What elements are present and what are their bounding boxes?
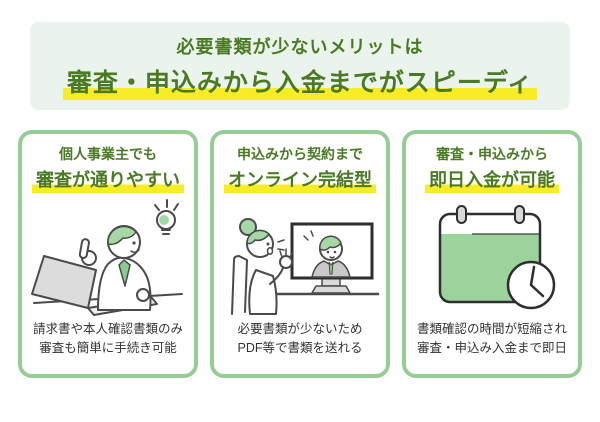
- card1-caption-line1: 請求書や本人確認書類のみ: [32, 321, 183, 336]
- benefit-card-easy-screening: 個人事業主でも 審査が通りやすい: [18, 130, 198, 378]
- header-line2: 審査・申込みから入金までがスピーディ: [62, 63, 538, 100]
- man-with-laptop-idea-illustration: [31, 198, 183, 316]
- calendar-clock-illustration: [438, 204, 556, 309]
- card1-title-highlight: 審査が通りやすい: [32, 169, 184, 193]
- card3-caption-line2: 審査・申込み入金まで即日: [416, 340, 567, 355]
- card1-illustration-box: [26, 198, 190, 318]
- card2-title-line1: 申込みから契約まで: [237, 146, 363, 162]
- card3-title-line2: 即日入金が可能: [425, 166, 559, 193]
- card1-caption-line2: 審査も簡単に手続き可能: [39, 340, 177, 355]
- card2-illustration-box: [218, 198, 382, 318]
- benefit-card-same-day-deposit: 審査・申込みから 即日入金が可能 書類確認の時間が短: [402, 130, 582, 378]
- benefit-cards: 個人事業主でも 審査が通りやすい: [18, 130, 582, 378]
- benefit-card-online-completion: 申込みから契約まで オンライン完結型: [210, 130, 390, 378]
- card3-title-line1: 審査・申込みから: [436, 146, 548, 162]
- card1-title-line1: 個人事業主でも: [59, 146, 157, 162]
- card1-title-line2: 審査が通りやすい: [32, 166, 184, 193]
- card2-caption-line2: PDF等で書類を送れる: [237, 340, 363, 355]
- card1-caption: 請求書や本人確認書類のみ 審査も簡単に手続き可能: [33, 320, 183, 359]
- header-banner: 必要書類が少ないメリットは 審査・申込みから入金までがスピーディ: [30, 22, 570, 110]
- video-call-illustration: [231, 217, 380, 315]
- card3-caption: 書類確認の時間が短縮され 審査・申込み入金まで即日: [417, 320, 567, 359]
- card2-title-highlight: オンライン完結型: [224, 169, 376, 193]
- card2-caption-line1: 必要書類が少ないため: [237, 321, 363, 336]
- card3-caption-line1: 書類確認の時間が短縮され: [416, 321, 567, 336]
- card3-title-highlight: 即日入金が可能: [425, 169, 559, 193]
- header-line2-highlight: 審査・申込みから入金までがスピーディ: [62, 69, 538, 100]
- header-line1: 必要書類が少ないメリットは: [176, 37, 424, 57]
- card2-title-line2: オンライン完結型: [224, 166, 376, 193]
- infographic: 必要書類が少ないメリットは 審査・申込みから入金までがスピーディ 個人事業主でも…: [0, 22, 600, 422]
- card3-illustration-box: [410, 198, 574, 318]
- card2-caption: 必要書類が少ないため PDF等で書類を送れる: [237, 320, 362, 359]
